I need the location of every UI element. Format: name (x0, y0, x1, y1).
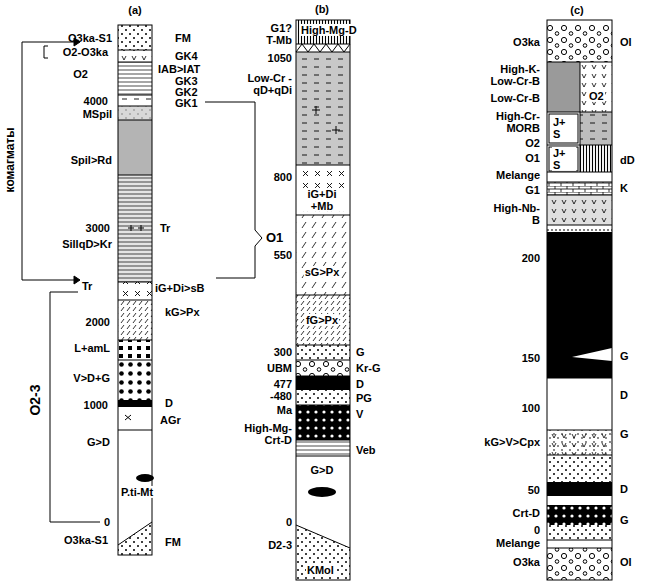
stratum-label: 300 (274, 346, 292, 358)
stratum-label: G>D (87, 436, 110, 448)
stratum-label: O2-O3ka (63, 46, 108, 58)
stratum-label: K (620, 182, 628, 194)
stratum-label: Tr (82, 280, 92, 292)
stratum-label: 1000 (84, 399, 108, 411)
stratum-label: dD (620, 154, 635, 166)
stratum-label: G (356, 346, 365, 358)
stratum-label: O2 (73, 68, 88, 80)
stratum-label: AGr (160, 414, 181, 426)
stratum-label: 150 (522, 352, 540, 364)
stratum-label: T-Mb (266, 34, 292, 46)
stratum-label: V (356, 408, 363, 420)
stratum-label: O3ka-S1 (68, 32, 112, 44)
stratum-label: P.ti-Mt (120, 486, 154, 498)
stratum-label: G>D (310, 464, 335, 476)
stratum-label: IAB>IAT (158, 63, 200, 75)
stratum-label: G (620, 350, 629, 362)
stratum-label: Melange (496, 169, 540, 181)
stratum-label: J+ S (552, 116, 576, 140)
stratum-label: D (356, 378, 364, 390)
stratum-label: G (620, 428, 629, 440)
stratum-label: (c) (570, 4, 583, 16)
stratum-label: D (620, 389, 628, 401)
stratum-label: Kr-G (356, 362, 380, 374)
stratum-label: O3ka (513, 556, 540, 568)
stratum-label: O2-3 (28, 384, 43, 415)
stratum-label: Ol (620, 36, 632, 48)
stratum-label: High-Mg- Crt-D (238, 422, 292, 446)
stratum-label: MSpil (83, 108, 112, 120)
stratum-label: G (620, 514, 629, 526)
stratum-label: Veb (356, 444, 376, 456)
stratum-label: GK3 (175, 75, 198, 87)
stratum-label: 200 (522, 252, 540, 264)
stratum-label: FM (165, 536, 181, 548)
stratum-label: GK1 (175, 97, 198, 109)
stratum-label: High-K- Low-Cr-B (480, 63, 540, 87)
stratum-label: Ol (620, 556, 632, 568)
stratum-label: High-Nb- B (488, 202, 540, 226)
stratum-label: 0 (534, 524, 540, 536)
stratum-label: GK4 (175, 50, 198, 62)
stratum-label: G1? (271, 22, 292, 34)
stratum-label: Low-Cr-B (491, 92, 541, 104)
stratum-label: sG>Px (304, 266, 341, 278)
stratum-label: комагматы (4, 128, 17, 193)
stratum-label: D (165, 397, 173, 409)
stratum-label: 3000 (86, 222, 110, 234)
stratum-label: Melange (496, 537, 540, 549)
stratum-label: iG+Di>sB (155, 282, 205, 294)
stratum-label: kG>V>Cpx (484, 436, 540, 448)
stratum-label: 550 (274, 249, 292, 261)
stratum-label: FM (175, 32, 191, 44)
stratum-label: Ma (277, 404, 292, 416)
stratum-label: J+ S (552, 147, 576, 171)
stratum-label: 2000 (86, 316, 110, 328)
stratum-label: fG>Px (305, 314, 339, 326)
stratum-label: 4000 (84, 95, 108, 107)
stratum-label: SillqD>Kr (62, 238, 112, 250)
stratum-label: O2 (588, 90, 605, 102)
stratum-label: G1 (525, 184, 540, 196)
stratum-label: UBM (267, 362, 292, 374)
stratum-label: Low-Cr -qD+qDi (240, 72, 292, 96)
stratum-label: O1 (266, 231, 283, 245)
stratum-label: O3ka (513, 36, 540, 48)
stratum-label: 50 (528, 484, 540, 496)
stratum-label: O1 (525, 152, 540, 164)
stratum-label: (b) (315, 3, 329, 15)
stratum-label: 1050 (268, 52, 292, 64)
stratum-label: 100 (522, 402, 540, 414)
stratum-label: Spil>Rd (71, 154, 112, 166)
stratum-label: PG (356, 392, 372, 404)
stratum-label: 0 (104, 516, 110, 528)
stratum-label: 800 (274, 171, 292, 183)
stratum-label: Crt-D (513, 507, 541, 519)
stratum-label: D (620, 483, 628, 495)
stratum-label: High-Mg-D (300, 24, 358, 36)
stratum-label: High-Cr- MORB (488, 110, 540, 134)
stratum-label: O3ka-S1 (64, 534, 108, 546)
stratum-label: kG>Px (165, 306, 200, 318)
stratum-label: O2 (525, 137, 540, 149)
stratum-label: KMol (306, 564, 335, 576)
stratum-label: 477 -480 (262, 378, 292, 402)
stratum-label: 0 (286, 516, 292, 528)
stratum-label: Tr (160, 222, 170, 234)
stratum-label: D2-3 (268, 539, 292, 551)
stratum-label: GK2 (175, 86, 198, 98)
stratum-label: iG+Di +Mb (299, 188, 345, 212)
stratum-label: V>D+G (73, 372, 110, 384)
stratum-label: (a) (128, 4, 141, 16)
stratum-label: L+amL (74, 342, 110, 354)
